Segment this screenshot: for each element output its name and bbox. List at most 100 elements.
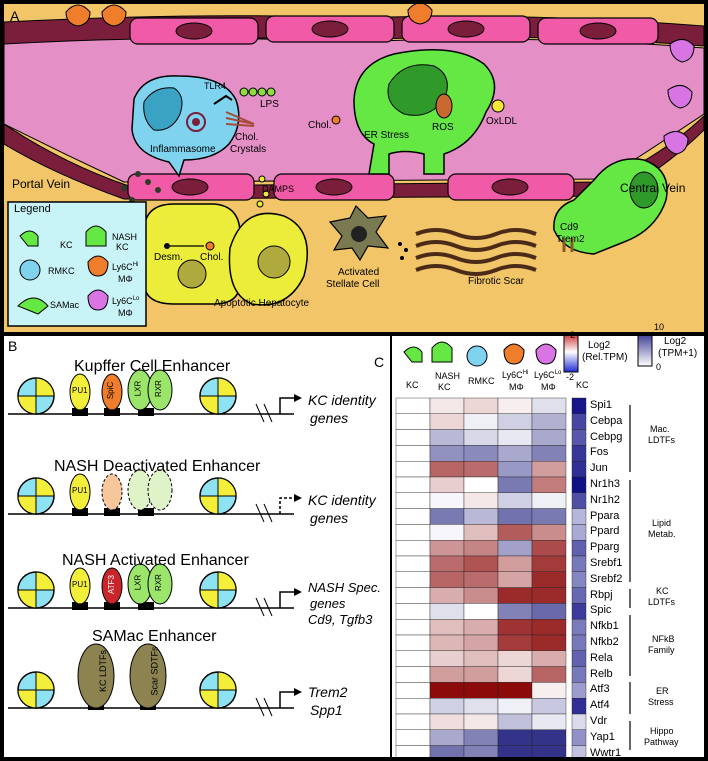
target-3-line1: NASH Spec. bbox=[308, 580, 381, 595]
heatmap-cell bbox=[395, 745, 431, 757]
gene-label: Fos bbox=[590, 446, 609, 459]
gene-label: Yap1 bbox=[590, 730, 615, 743]
group-hippo-1: Hippo bbox=[650, 726, 674, 736]
heatmap-cell bbox=[429, 571, 465, 588]
heatmap-cell bbox=[395, 492, 431, 509]
kc-tpm-cell bbox=[571, 492, 587, 509]
factor-pu1-2: PU1 bbox=[72, 486, 88, 495]
kc-tpm-cell bbox=[571, 634, 587, 652]
heatmap-cell bbox=[395, 619, 431, 636]
col-ly6chi-1: Ly6CHi bbox=[502, 370, 529, 380]
legend-ly6clo-2: MΦ bbox=[118, 308, 133, 318]
heatmap-cell bbox=[429, 429, 465, 446]
heatmap-cell bbox=[395, 634, 431, 652]
group-mac-2: LDTFs bbox=[648, 435, 675, 445]
heatmap-cell bbox=[531, 476, 567, 494]
kc-tpm-cell bbox=[571, 729, 587, 746]
heatmap-cell bbox=[395, 476, 431, 494]
heatmap-cell bbox=[497, 713, 533, 731]
heatmap-cell bbox=[497, 682, 533, 699]
heatmap-cell bbox=[531, 634, 567, 652]
heatmap-cell bbox=[395, 445, 431, 462]
col-nashkc-2: KC bbox=[438, 382, 451, 392]
fibrotic-scar-label: Fibrotic Scar bbox=[468, 276, 525, 287]
heatmap-cell bbox=[463, 745, 499, 757]
scale2-title-2: (TPM+1) bbox=[658, 348, 698, 359]
heatmap-cell bbox=[429, 524, 465, 541]
heatmap-cell bbox=[429, 745, 465, 757]
factor-pu1-1: PU1 bbox=[72, 386, 88, 395]
gene-label: Nfkb1 bbox=[590, 620, 619, 633]
heatmap-cell bbox=[395, 460, 431, 478]
heatmap-cell bbox=[429, 539, 465, 557]
heatmap-cell bbox=[497, 650, 533, 667]
heatmap-cell bbox=[429, 682, 465, 699]
group-lipid-1: Lipid bbox=[652, 518, 672, 528]
panel-c-letter: C bbox=[374, 354, 385, 370]
heatmap-cell bbox=[395, 508, 431, 525]
col-ly6chi-2: MΦ bbox=[509, 382, 524, 392]
kc-tpm-cell bbox=[571, 713, 587, 731]
heatmap-cell bbox=[463, 555, 499, 573]
er-stress-label: ER Stress bbox=[364, 130, 410, 141]
kc-tpm-cell bbox=[571, 698, 587, 715]
legend-title: Legend bbox=[14, 203, 51, 215]
heatmap-cell bbox=[429, 587, 465, 604]
heatmap-cell bbox=[531, 682, 567, 699]
gene-label: Spi1 bbox=[590, 399, 613, 411]
heatmap-cell bbox=[463, 460, 499, 478]
heatmap-cell bbox=[531, 429, 567, 446]
panel-a-letter: A bbox=[10, 8, 20, 24]
gene-label: Rbpj bbox=[590, 588, 613, 601]
heatmap-cell bbox=[497, 634, 533, 652]
stellate-label-2: Stellate Cell bbox=[326, 279, 380, 290]
group-kc-1: KC bbox=[656, 586, 669, 596]
gene-label: Nr1h3 bbox=[590, 478, 620, 490]
factor-lxr-1: LXR bbox=[133, 380, 143, 397]
target-1-line2: genes bbox=[310, 410, 349, 426]
target-1-line1: KC identity bbox=[308, 392, 376, 408]
heatmap-cell bbox=[531, 650, 567, 667]
lps-label: LPS bbox=[260, 99, 279, 110]
heatmap-cell bbox=[429, 508, 465, 525]
panel-b: B Kupffer Cell Enhancer PU1 SpiC LXR RXR… bbox=[4, 336, 390, 757]
heatmap-cell bbox=[395, 397, 431, 415]
target-3-line3: Cd9, Tgfb3 bbox=[308, 612, 373, 627]
enhancer-title-1: Kupffer Cell Enhancer bbox=[74, 358, 231, 375]
heatmap-cell bbox=[531, 571, 567, 588]
heatmap-cell bbox=[531, 539, 567, 557]
target-2-line1: KC identity bbox=[308, 492, 376, 508]
panel-c: C 2 -2 Log2 (Rel.TPM) 10 0 Log2 (TPM+1) … bbox=[374, 322, 704, 759]
heatmap-cell bbox=[531, 397, 567, 415]
heatmap-cell bbox=[463, 492, 499, 509]
group-er-2: Stress bbox=[648, 697, 674, 707]
heatmap-cell bbox=[497, 460, 533, 478]
heatmap-cell bbox=[531, 587, 567, 604]
oxldl-label: OxLDL bbox=[486, 116, 518, 127]
gene-label: Nr1h2 bbox=[590, 493, 620, 506]
kc-tpm-cell bbox=[571, 666, 587, 683]
legend-rmkc: RMKC bbox=[48, 266, 75, 276]
heatmap-cell bbox=[395, 713, 431, 731]
heatmap-cell bbox=[395, 539, 431, 557]
cd9-label: Cd9 bbox=[560, 222, 579, 233]
heatmap-cell bbox=[497, 429, 533, 446]
heatmap-cell bbox=[531, 460, 567, 478]
desm-label: Desm. bbox=[154, 252, 183, 263]
legend-nash-kc-2: KC bbox=[116, 242, 129, 252]
heatmap-cell bbox=[497, 508, 533, 525]
gene-label: Atf4 bbox=[590, 699, 610, 712]
stellate-label-1: Activated bbox=[338, 267, 380, 278]
panel-b-letter: B bbox=[8, 338, 18, 354]
trem2-label: Trem2 bbox=[556, 234, 585, 245]
heatmap-cell bbox=[497, 698, 533, 715]
heatmap-cell bbox=[531, 445, 567, 462]
group-mac-1: Mac. bbox=[650, 424, 670, 434]
kc-tpm-cell bbox=[571, 429, 587, 446]
heatmap-cell bbox=[497, 729, 533, 746]
legend-nash-kc-1: NASH bbox=[112, 232, 138, 242]
chol-crystals-label-1: Chol. bbox=[235, 132, 259, 143]
heatmap-cell bbox=[463, 666, 499, 683]
heatmap-cell bbox=[395, 571, 431, 588]
heatmap-cell bbox=[429, 713, 465, 731]
